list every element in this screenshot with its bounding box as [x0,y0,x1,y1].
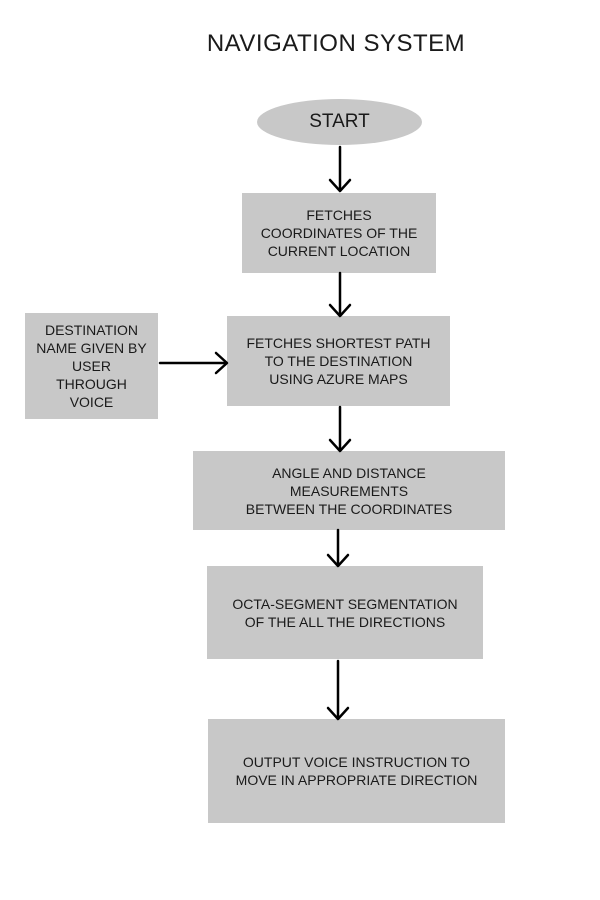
angle-distance-node: ANGLE AND DISTANCE MEASUREMENTS BETWEEN … [193,451,505,530]
start-node: START [257,99,422,145]
arrow-coordinates-to-path [328,271,352,318]
angle-distance-label: ANGLE AND DISTANCE MEASUREMENTS BETWEEN … [245,464,453,517]
arrow-octa-to-output [326,659,350,721]
octa-segment-node: OCTA-SEGMENT SEGMENTATION OF THE ALL THE… [207,566,483,659]
arrow-start-to-coordinates [328,145,352,193]
arrow-destination-to-path [158,351,229,375]
arrow-path-to-angle [328,405,352,453]
page-title: NAVIGATION SYSTEM [206,30,466,57]
destination-name-label: DESTINATION NAME GIVEN BY USER THROUGH V… [36,322,147,410]
octa-segment-label: OCTA-SEGMENT SEGMENTATION OF THE ALL THE… [232,595,458,630]
fetch-coordinates-label: FETCHES COORDINATES OF THE CURRENT LOCAT… [260,207,418,259]
output-voice-label: OUTPUT VOICE INSTRUCTION TO MOVE IN APPR… [235,754,478,788]
start-label: START [309,111,370,132]
arrow-angle-to-octa [326,528,350,568]
output-voice-node: OUTPUT VOICE INSTRUCTION TO MOVE IN APPR… [208,719,505,823]
destination-name-node: DESTINATION NAME GIVEN BY USER THROUGH V… [25,313,158,419]
shortest-path-node: FETCHES SHORTEST PATH TO THE DESTINATION… [227,316,450,406]
fetch-coordinates-node: FETCHES COORDINATES OF THE CURRENT LOCAT… [242,193,436,273]
shortest-path-label: FETCHES SHORTEST PATH TO THE DESTINATION… [246,335,431,387]
